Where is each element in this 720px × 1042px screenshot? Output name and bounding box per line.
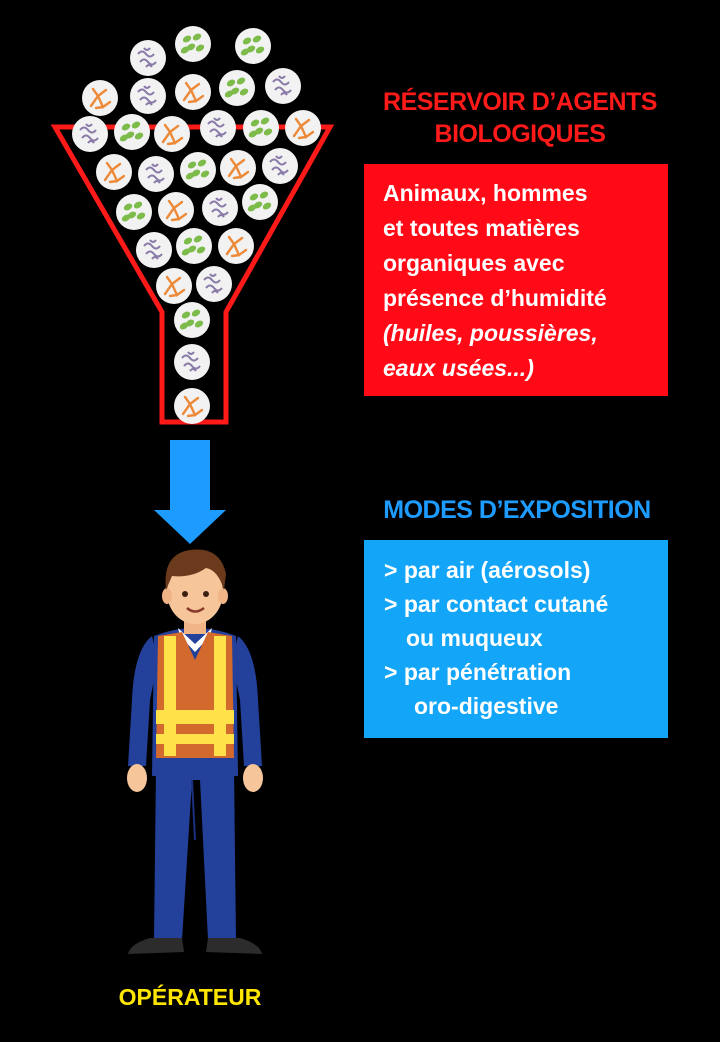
reservoir-desc-line: présence d’humidité bbox=[383, 285, 607, 311]
microbe-icon bbox=[72, 116, 108, 152]
reservoir-title: RÉSERVOIR D’AGENTS BIOLOGIQUES bbox=[383, 88, 657, 148]
microbe-icon bbox=[265, 68, 301, 104]
microbe-icon bbox=[202, 190, 238, 226]
microbe-icon bbox=[175, 74, 211, 110]
reservoir-desc-line: organiques avec bbox=[383, 250, 565, 276]
microbe-icon bbox=[262, 148, 298, 184]
exposure-item: > par contact cutané bbox=[384, 591, 609, 617]
microbe-icon bbox=[96, 154, 132, 190]
microbe-icon bbox=[220, 150, 256, 186]
exposure-item-cont: ou muqueux bbox=[406, 625, 543, 651]
microbe-icon bbox=[235, 28, 271, 64]
funnel-icon bbox=[50, 26, 335, 425]
microbe-icon bbox=[180, 152, 216, 188]
exposure-list-box: > par air (aérosols) > par contact cutan… bbox=[364, 540, 668, 738]
microbe-icon bbox=[174, 302, 210, 338]
microbe-icon bbox=[130, 40, 166, 76]
microbe-icon bbox=[218, 228, 254, 264]
microbe-icon bbox=[138, 156, 174, 192]
exposure-item-cont: oro-digestive bbox=[414, 693, 559, 719]
microbe-icon bbox=[116, 194, 152, 230]
reservoir-desc-line: et toutes matières bbox=[383, 215, 580, 241]
microbe-icon bbox=[174, 344, 210, 380]
microbe-icon bbox=[136, 232, 172, 268]
reservoir-desc-line: (huiles, poussières, bbox=[383, 320, 598, 346]
microbe-icon bbox=[196, 266, 232, 302]
microbe-icon bbox=[82, 80, 118, 116]
exposure-item: > par air (aérosols) bbox=[384, 557, 591, 583]
microbe-icon bbox=[200, 110, 236, 146]
reservoir-desc-line: eaux usées...) bbox=[383, 355, 534, 381]
operator-label: OPÉRATEUR bbox=[118, 984, 262, 1010]
exposure-item: > par pénétration bbox=[384, 659, 572, 685]
microbe-icon bbox=[158, 192, 194, 228]
microbe-icon bbox=[243, 110, 279, 146]
down-arrow-icon bbox=[154, 440, 226, 544]
microbe-icon bbox=[156, 268, 192, 304]
microbe-icon bbox=[176, 228, 212, 264]
microbe-icon bbox=[242, 184, 278, 220]
exposure-title: MODES D’EXPOSITION bbox=[383, 496, 651, 524]
microbe-icon bbox=[285, 110, 321, 146]
microbe-icon bbox=[219, 70, 255, 106]
reservoir-description-box: Animaux, hommes et toutes matières organ… bbox=[364, 164, 668, 396]
microbe-icon bbox=[114, 114, 150, 150]
worker-icon bbox=[127, 549, 263, 954]
microbe-icon bbox=[175, 26, 211, 62]
microbe-icon bbox=[130, 78, 166, 114]
reservoir-desc-line: Animaux, hommes bbox=[383, 180, 588, 206]
microbe-icon bbox=[154, 116, 190, 152]
funnel-outline bbox=[50, 124, 335, 425]
microbe-icon bbox=[174, 388, 210, 424]
